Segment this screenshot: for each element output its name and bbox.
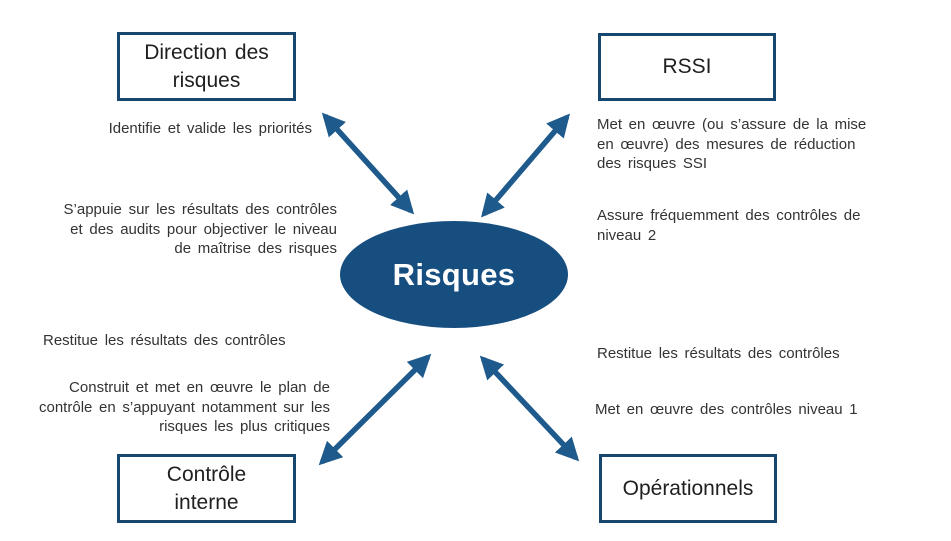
annotation-rssi-met-en-oeuvre: Met en œuvre (ou s’assure de la mise en … (597, 116, 867, 172)
annotation-controle-restitue: Restitue les résultats des contrôles (43, 332, 286, 349)
arrow-operationnels-risques-icon (479, 355, 580, 462)
annotation-operationnels-restitue: Restitue les résultats des contrôles (597, 345, 840, 362)
node-controle-interne: Contrôle interne (117, 454, 296, 523)
annotation-controle-construit: Construit et met en œuvre le plan de con… (39, 379, 330, 435)
node-operationnels: Opérationnels (599, 454, 777, 523)
annotation-operationnels-niveau1: Met en œuvre des contrôles niveau 1 (595, 401, 858, 418)
arrow-direction-risques-icon (321, 112, 415, 215)
annotation-direction-priorites: Identifie et valide les priorités (108, 120, 312, 137)
annotation-direction-sappuie: S’appuie sur les résultats des contrôles… (63, 201, 337, 257)
center-node-risques: Risques (340, 221, 568, 328)
node-direction-des-risques: Direction des risques (117, 32, 296, 101)
annotation-rssi-assure: Assure fréquemment des contrôles de nive… (597, 207, 861, 244)
arrow-rssi-risques-icon (480, 113, 571, 218)
center-node-label: Risques (392, 256, 516, 292)
node-rssi: RSSI (598, 33, 776, 101)
arrow-controle-risques-icon (318, 353, 432, 466)
